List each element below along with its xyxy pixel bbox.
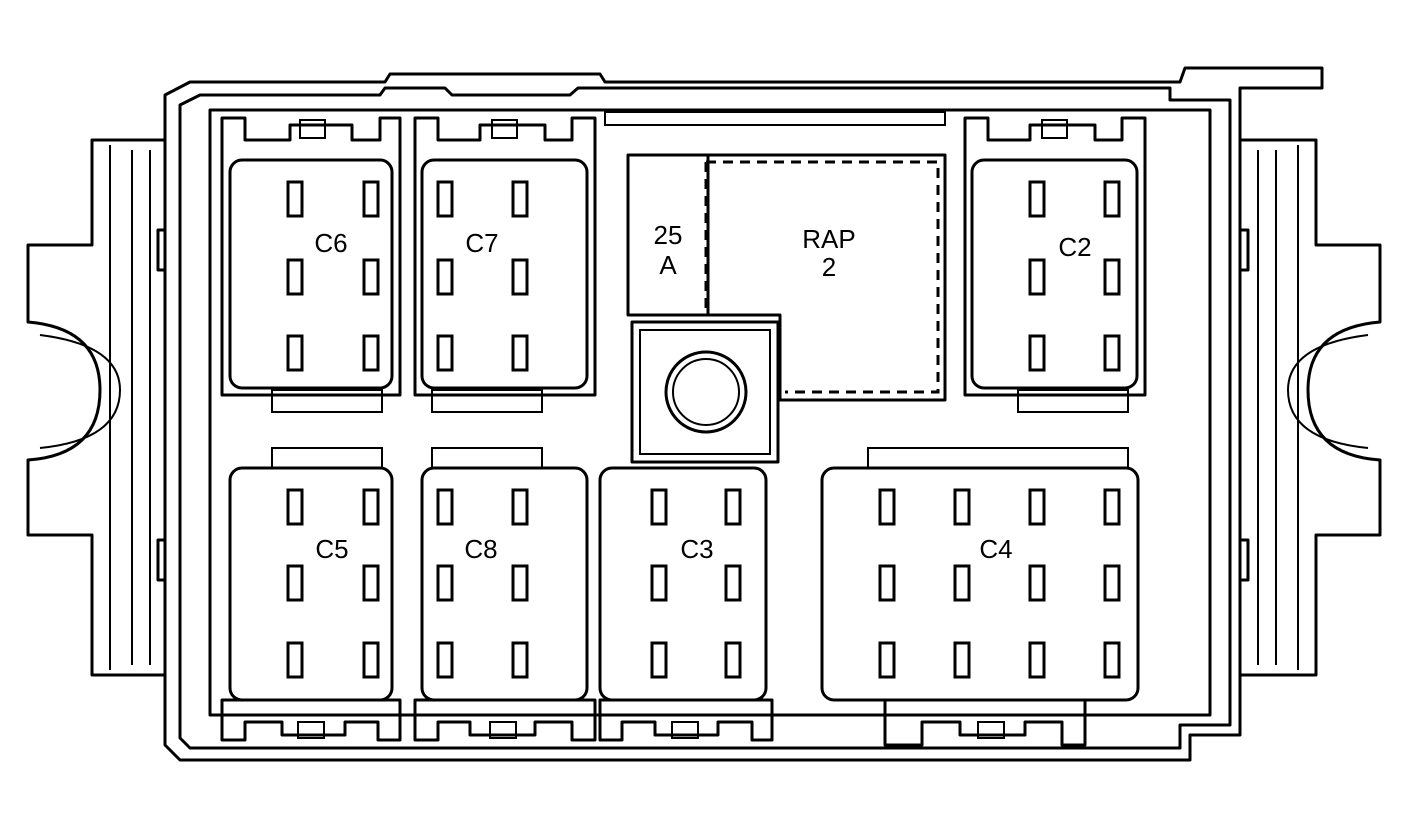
label-c3: C3 [680,534,713,564]
label-c8: C8 [464,534,497,564]
label-c6: C6 [314,228,347,258]
relay-label-number: 2 [822,252,836,282]
connector-c2 [963,116,1147,413]
relay-rap-2 [704,153,947,402]
label-c2: C2 [1058,232,1091,262]
label-c4: C4 [979,534,1012,564]
fuse-25a [626,153,710,317]
connector-c3 [598,466,774,742]
fuse-label-unit: A [659,250,677,280]
fuse-label-amps: 25 [654,220,683,250]
connector-c6 [220,116,402,413]
connector-c5 [220,447,402,742]
connector-c4 [820,447,1140,747]
connector-c7 [413,116,597,413]
label-c5: C5 [315,534,348,564]
relay-label-name: RAP [802,224,855,254]
connector-c8 [413,447,597,742]
label-c7: C7 [465,228,498,258]
center-stud [630,320,780,464]
right-mounting-bracket [1224,138,1382,677]
left-mounting-bracket [26,138,182,677]
